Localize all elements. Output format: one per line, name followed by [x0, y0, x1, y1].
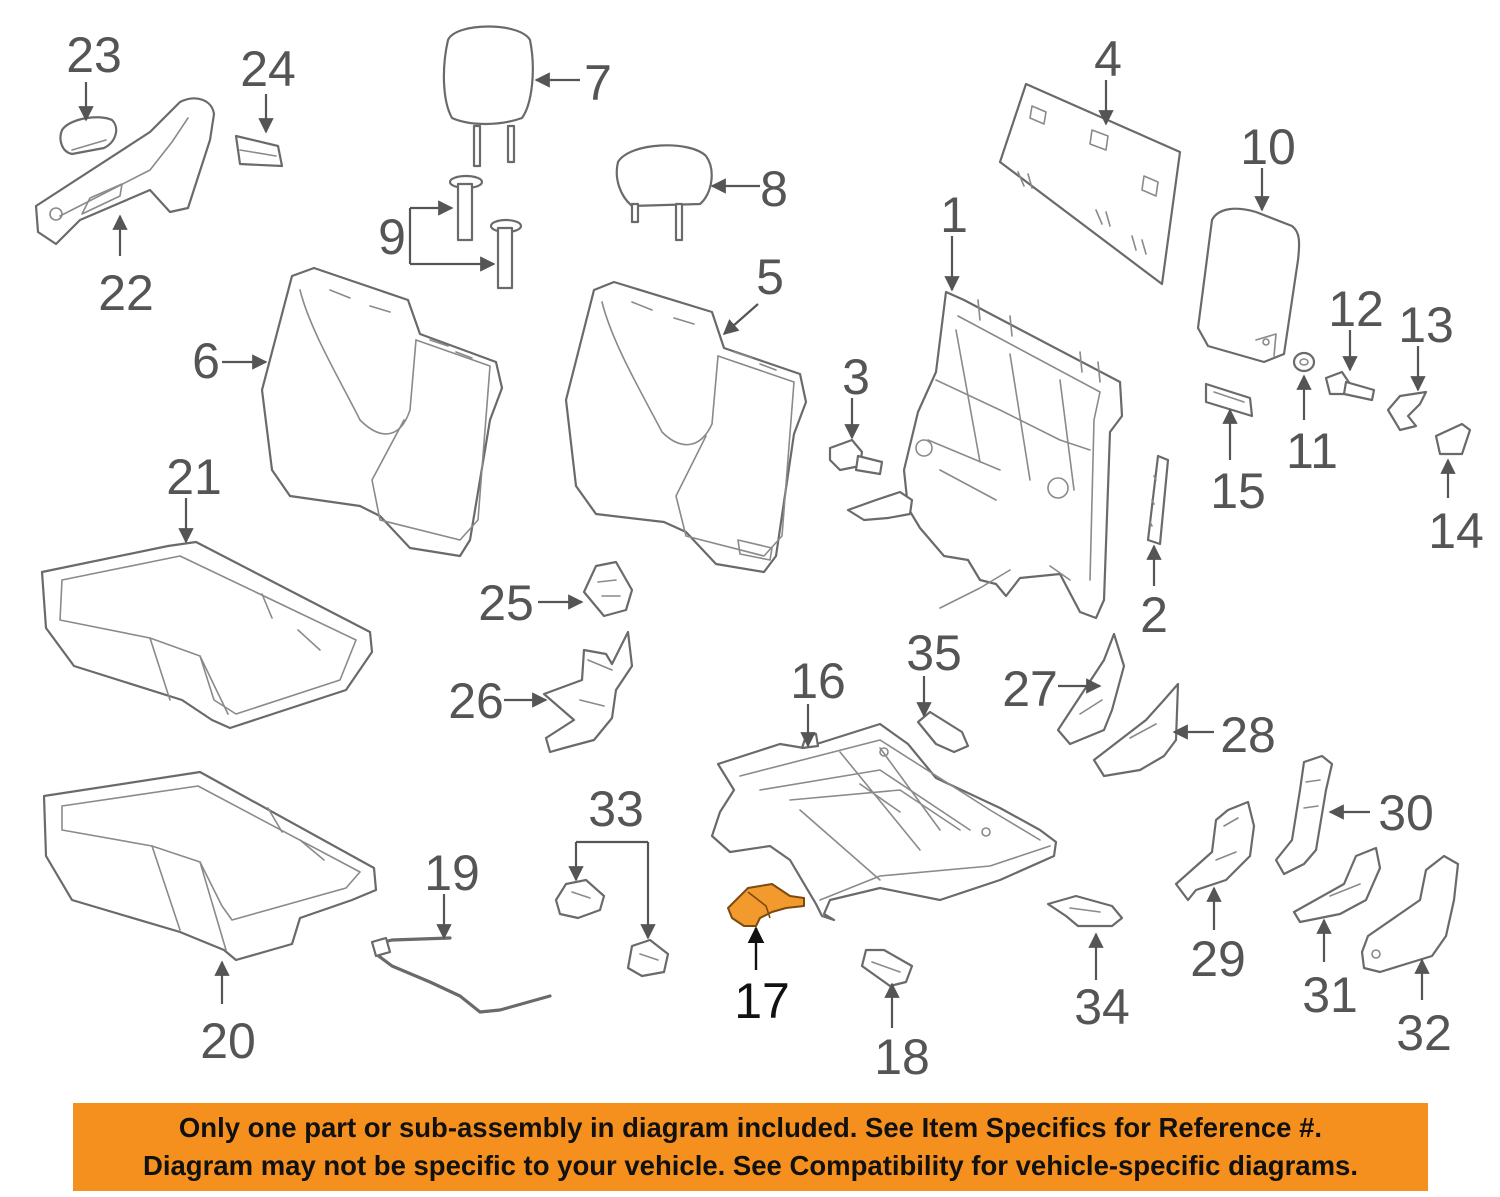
callout-21: 21	[166, 449, 222, 505]
callout-26: 26	[448, 673, 504, 729]
callout-23: 23	[66, 27, 122, 83]
callout-22: 22	[98, 265, 154, 321]
callout-7: 7	[584, 55, 612, 111]
callout-16: 16	[790, 653, 846, 709]
disclaimer-line-1: Only one part or sub-assembly in diagram…	[178, 1112, 1323, 1143]
part-32-cover	[1360, 854, 1460, 974]
callout-15: 15	[1210, 463, 1266, 519]
part-5-seatback-cover	[564, 280, 808, 574]
callout-31: 31	[1302, 967, 1358, 1023]
part-28-cover	[1092, 682, 1180, 778]
callout-33: 33	[588, 781, 644, 837]
part-29-cover	[1174, 800, 1256, 902]
callout-28: 28	[1220, 707, 1276, 763]
callout-24: 24	[240, 41, 296, 97]
part-26-cover	[542, 630, 634, 754]
part-1-seatback-frame	[902, 290, 1124, 620]
part-7-headrest	[442, 25, 534, 168]
part-16-seat-frame	[710, 722, 1058, 922]
part-10-side-panel	[1196, 207, 1301, 364]
callout-1: 1	[940, 187, 968, 243]
part-35-bracket	[916, 710, 970, 754]
disclaimer-line-2: Diagram may not be specific to your vehi…	[143, 1150, 1358, 1181]
disclaimer-banner: Only one part or sub-assembly in diagram…	[73, 1103, 1428, 1191]
callout-9: 9	[378, 209, 406, 265]
part-8-headrest-small	[615, 144, 713, 242]
callout-29: 29	[1190, 931, 1246, 987]
callout-20: 20	[200, 1013, 256, 1069]
callout-12: 12	[1328, 281, 1384, 337]
part-15-bracket	[1204, 382, 1254, 418]
part-20-cushion	[42, 770, 378, 962]
part-11-washer	[1292, 351, 1316, 373]
callout-13: 13	[1398, 297, 1454, 353]
part-frame-bracket	[846, 490, 914, 522]
callout-17: 17	[734, 973, 790, 1029]
part-30-cover	[1274, 754, 1334, 876]
callout-4: 4	[1094, 31, 1122, 87]
part-31-cover	[1292, 846, 1382, 924]
part-19-cable	[370, 936, 552, 1014]
callout-27: 27	[1002, 661, 1058, 717]
part-13-clip	[1386, 390, 1428, 432]
part-6-seatback-cover	[260, 266, 504, 558]
callout-6: 6	[192, 333, 220, 389]
part-12-bolt	[1324, 370, 1376, 402]
part-22-side-trim	[34, 97, 216, 246]
callout-35: 35	[906, 625, 962, 681]
leader-lines	[78, 72, 1456, 1028]
callout-19: 19	[424, 845, 480, 901]
callout-34: 34	[1074, 979, 1130, 1035]
callout-5: 5	[756, 249, 784, 305]
callout-32: 32	[1396, 1005, 1452, 1061]
part-25-cover	[582, 560, 634, 618]
part-3-bolt	[828, 438, 884, 476]
part-18-cover	[860, 948, 914, 988]
callout-3: 3	[842, 349, 870, 405]
part-17-bracket-highlighted	[727, 883, 805, 927]
callout-2: 2	[1140, 587, 1168, 643]
callout-11: 11	[1286, 423, 1338, 479]
callout-18: 18	[874, 1029, 930, 1085]
parts-diagram: 1 2 3 4 5 6 7 8 9 10 11 12 13 14 15 16 1…	[34, 25, 1484, 1085]
part-34-cover	[1046, 894, 1124, 928]
part-2-strip	[1146, 454, 1170, 546]
part-27-cover	[1056, 632, 1126, 746]
part-14-cap	[1434, 422, 1472, 456]
part-9-headrest-guides	[448, 174, 523, 290]
part-21-cushion-cover	[40, 540, 374, 730]
part-24-clip	[234, 134, 284, 168]
part-23-armrest-cap	[59, 116, 118, 156]
part-33-clips	[554, 878, 670, 978]
callout-10: 10	[1240, 119, 1296, 175]
callout-8: 8	[760, 161, 788, 217]
callout-30: 30	[1378, 785, 1434, 841]
callout-25: 25	[478, 575, 534, 631]
callout-14: 14	[1428, 503, 1484, 559]
callout-labels: 1 2 3 4 5 6 7 8 9 10 11 12 13 14 15 16 1…	[66, 27, 1484, 1085]
part-4-back-board	[998, 82, 1182, 286]
